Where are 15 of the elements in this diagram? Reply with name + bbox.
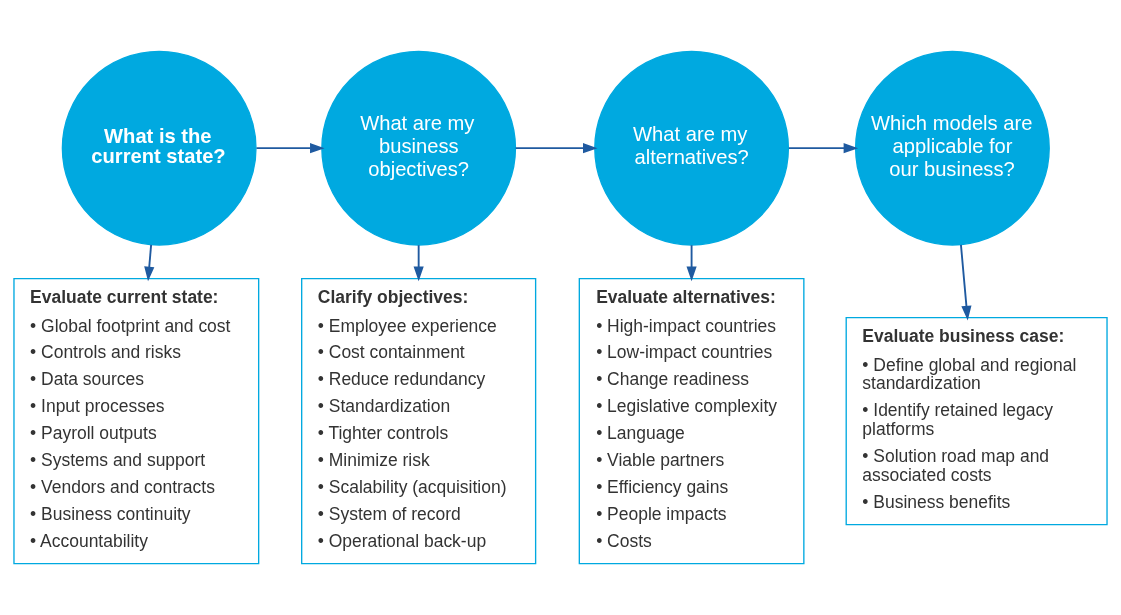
arrow	[960, 243, 972, 321]
arrow	[686, 244, 697, 282]
arrow	[413, 244, 424, 282]
arrow	[514, 143, 598, 154]
node-circle: What are my business objectives?	[321, 50, 517, 246]
node-circle: What are my alternatives?	[594, 50, 790, 246]
node-circle: Which models are applicable for our business?	[854, 50, 1050, 246]
node-box: Clarify objectives: • Employee experience • Cost containment • Reduce redundancy • Standardization • Tighter controls • Minimize risk • Scalability (acquisition) • System of record • Operational back-up	[301, 277, 537, 565]
node-circle: What is the current state?	[61, 50, 257, 246]
arrow	[144, 243, 155, 282]
node-box: Evaluate business case: • Define global and regional standardization • Identify retained legacy platforms • Solution road map and associated costs • Business benefits	[845, 316, 1108, 526]
node-box: Evaluate alternatives: • High-impact countries • Low-impact countries • Change readiness • Legislative complexity • Language • Viable partners • Efficiency gains • People impacts • Costs	[578, 277, 805, 565]
arrow	[255, 143, 325, 154]
node-box: Evaluate current state: • Global footprint and cost • Controls and risks • Data sources • Input processes • Payroll outputs • Systems and support • Vendors and contracts • Business continuity • Accountability	[13, 277, 260, 565]
arrow	[787, 143, 859, 154]
